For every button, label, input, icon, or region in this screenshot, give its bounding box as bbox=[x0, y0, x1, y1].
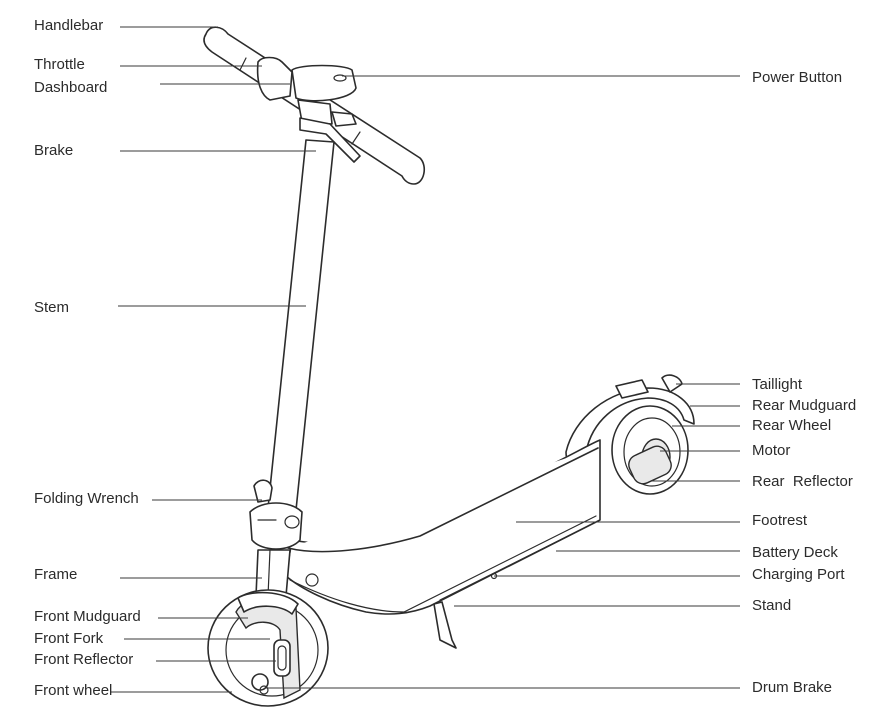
label-front-reflector: Front Reflector bbox=[34, 651, 134, 668]
label-front-wheel: Front wheel bbox=[34, 682, 113, 699]
label-rear-wheel: Rear Wheel bbox=[752, 417, 832, 434]
label-rear-mudguard: Rear Mudguard bbox=[752, 397, 857, 414]
label-taillight: Taillight bbox=[752, 376, 803, 393]
label-brake: Brake bbox=[34, 142, 74, 159]
front-wheel-assembly bbox=[207, 589, 329, 707]
deck-assembly bbox=[285, 439, 601, 649]
label-battery-deck: Battery Deck bbox=[752, 544, 838, 561]
label-power-button: Power Button bbox=[752, 69, 843, 86]
label-handlebar: Handlebar bbox=[34, 17, 104, 34]
label-footrest: Footrest bbox=[752, 512, 808, 529]
label-folding-wrench: Folding Wrench bbox=[34, 490, 139, 507]
label-dashboard: Dashboard bbox=[34, 79, 108, 96]
stem-assembly bbox=[203, 26, 426, 597]
label-rear-reflector: Rear Reflector bbox=[752, 473, 853, 490]
label-throttle: Throttle bbox=[34, 56, 85, 73]
rear-wheel-assembly bbox=[565, 374, 695, 495]
label-charging-port: Charging Port bbox=[752, 566, 845, 583]
label-front-fork: Front Fork bbox=[34, 630, 104, 647]
label-drum-brake: Drum Brake bbox=[752, 679, 833, 696]
right-leader-lines bbox=[266, 75, 740, 689]
label-stem: Stem bbox=[34, 299, 70, 316]
label-stand: Stand bbox=[752, 597, 792, 614]
label-motor: Motor bbox=[752, 442, 791, 459]
label-front-mudguard: Front Mudguard bbox=[34, 608, 141, 625]
left-leader-lines bbox=[110, 26, 316, 693]
label-frame: Frame bbox=[34, 566, 78, 583]
